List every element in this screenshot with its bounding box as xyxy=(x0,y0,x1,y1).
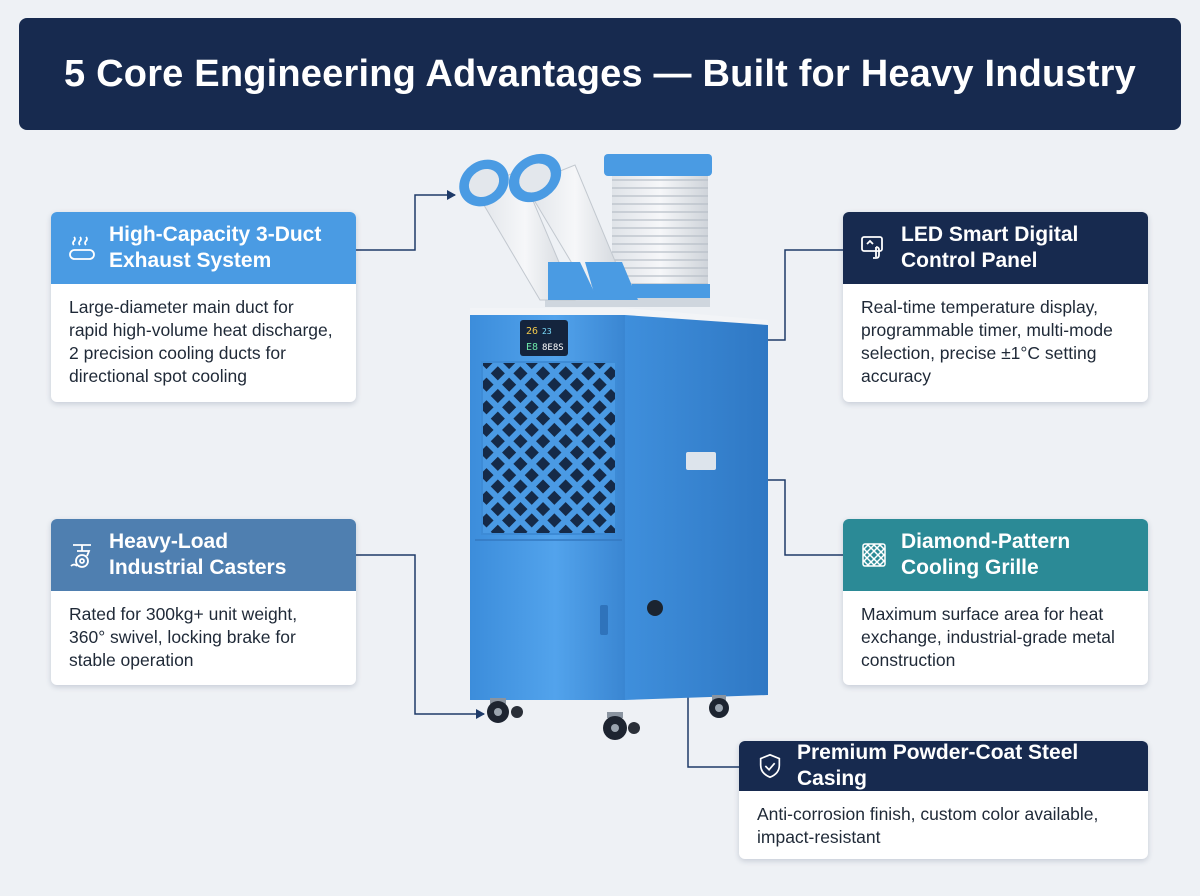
feature-card-header: Premium Powder-Coat Steel Casing xyxy=(739,741,1148,791)
shield-check-icon xyxy=(753,749,787,783)
feature-body-line: Anti-corrosion finish, custom color avai… xyxy=(757,804,1099,824)
feature-card-control: LED Smart Digital Control Panel Real-tim… xyxy=(843,212,1148,402)
led-display: 26 23 E8 8E8S xyxy=(520,320,568,356)
feature-title-line: Premium Powder-Coat Steel Casing xyxy=(797,741,1079,790)
feature-description: Real-time temperature display, programma… xyxy=(843,284,1148,388)
top-panel xyxy=(470,308,768,330)
diamond-grille xyxy=(481,361,617,535)
caster-wheels xyxy=(487,695,729,740)
door-handle xyxy=(600,605,608,635)
feature-title-line: Heavy-Load xyxy=(109,530,229,553)
feature-body-line: impact-resistant xyxy=(757,827,881,847)
feature-body-line: construction xyxy=(861,650,956,670)
feature-body-line: 360° swivel, locking brake for xyxy=(69,627,296,647)
feature-title-line: Diamond-Pattern xyxy=(901,530,1071,553)
feature-body-line: exchange, industrial-grade metal xyxy=(861,627,1115,647)
drain-port xyxy=(647,600,663,616)
connector-casters xyxy=(356,554,485,719)
page-title: 5 Core Engineering Advantages — Built fo… xyxy=(64,52,1136,95)
feature-description: Maximum surface area for heat exchange, … xyxy=(843,591,1148,672)
feature-body-line: 2 precision cooling ducts for xyxy=(69,343,286,363)
display-upper-left: 26 xyxy=(526,326,538,337)
feature-body-line: Rated for 300kg+ unit weight, xyxy=(69,604,298,624)
spot-cooler-illustration: 26 23 E8 8E8S xyxy=(459,153,768,740)
feature-card-exhaust: High-Capacity 3-Duct Exhaust System Larg… xyxy=(51,212,356,402)
feature-title-line: LED Smart Digital xyxy=(901,223,1079,246)
feature-description: Anti-corrosion finish, custom color avai… xyxy=(739,791,1148,849)
display-lower-right: 8E8S xyxy=(542,343,564,353)
feature-body-line: Real-time temperature display, xyxy=(861,297,1098,317)
feature-card-grille: Diamond-Pattern Cooling Grille Maximum s… xyxy=(843,519,1148,685)
feature-body-line: rapid high-volume heat discharge, xyxy=(69,320,333,340)
feature-body-line: programmable timer, multi-mode xyxy=(861,320,1113,340)
feature-title-line: Control Panel xyxy=(901,249,1038,272)
mesh-grille-icon xyxy=(857,538,891,572)
feature-title-line: Cooling Grille xyxy=(901,556,1039,579)
connector-exhaust xyxy=(356,190,456,251)
feature-card-header: Heavy-Load Industrial Casters xyxy=(51,519,356,591)
side-label-plate xyxy=(686,452,716,470)
display-upper-right: 23 xyxy=(542,327,552,336)
touch-panel-icon xyxy=(857,231,891,265)
feature-title-line: High-Capacity 3-Duct xyxy=(109,223,322,246)
cooling-duct-right xyxy=(508,153,626,286)
feature-description: Rated for 300kg+ unit weight, 360° swive… xyxy=(51,591,356,672)
feature-card-header: Diamond-Pattern Cooling Grille xyxy=(843,519,1148,591)
feature-card-header: High-Capacity 3-Duct Exhaust System xyxy=(51,212,356,284)
feature-description: Large-diameter main duct for rapid high-… xyxy=(51,284,356,388)
main-exhaust-duct xyxy=(604,154,712,298)
feature-body-line: directional spot cooling xyxy=(69,366,248,386)
feature-body-line: Large-diameter main duct for xyxy=(69,297,294,317)
title-banner: 5 Core Engineering Advantages — Built fo… xyxy=(19,18,1181,130)
unit-side-panel xyxy=(625,315,768,700)
connector-casing xyxy=(683,664,739,768)
display-lower-left: E8 xyxy=(526,342,538,353)
feature-body-line: stable operation xyxy=(69,650,194,670)
duct-collar-left xyxy=(548,262,598,300)
feature-body-line: Maximum surface area for heat xyxy=(861,604,1104,624)
duct-collar-right xyxy=(585,262,638,300)
feature-body-line: selection, precise ±1°C setting xyxy=(861,343,1097,363)
caster-wheel-icon xyxy=(65,538,99,572)
feature-card-casing: Premium Powder-Coat Steel Casing Anti-co… xyxy=(739,741,1148,859)
feature-card-header: LED Smart Digital Control Panel xyxy=(843,212,1148,284)
heat-duct-icon xyxy=(65,231,99,265)
feature-title-line: Exhaust System xyxy=(109,249,272,272)
feature-title-line: Industrial Casters xyxy=(109,556,287,579)
feature-card-casters: Heavy-Load Industrial Casters Rated for … xyxy=(51,519,356,685)
feature-body-line: accuracy xyxy=(861,366,932,386)
